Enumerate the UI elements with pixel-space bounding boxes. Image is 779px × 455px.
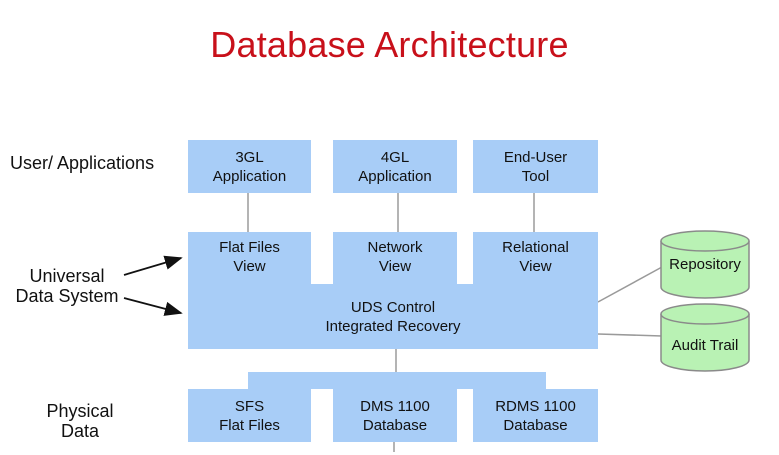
diagram-title: Database Architecture [210, 24, 569, 65]
view-flat-files: Flat Files View [188, 232, 311, 284]
physical-bus-bar [248, 372, 546, 389]
arrow-to-views [123, 255, 183, 276]
cylinder-shape [660, 303, 750, 372]
audit-trail-cylinder: Audit Trail [659, 302, 751, 374]
connector-repository [597, 266, 663, 303]
view-relational: Relational View [473, 232, 598, 284]
cylinder-shape [660, 230, 750, 299]
app-4gl: 4GL Application [333, 140, 457, 193]
physical-rdms-1100: RDMS 1100 Database [473, 389, 598, 442]
view-network: Network View [333, 232, 457, 284]
app-3gl: 3GL Application [188, 140, 311, 193]
label-user-applications: User/ Applications [10, 153, 155, 173]
app-end-user-tool: End-User Tool [473, 140, 598, 193]
audit-trail-label: Audit Trail [671, 337, 739, 354]
repository-label: Repository [669, 256, 741, 273]
label-physical-data: Physical Data [46, 401, 114, 441]
arrow-to-uds-control [123, 297, 183, 316]
repository-cylinder: Repository [659, 229, 751, 301]
label-universal-data-system: Universal Data System [15, 266, 119, 306]
connector-audit-trail [597, 333, 663, 337]
uds-control-block: UDS Control Integrated Recovery [188, 284, 598, 349]
physical-dms-1100: DMS 1100 Database [333, 389, 457, 442]
physical-sfs: SFS Flat Files [188, 389, 311, 442]
